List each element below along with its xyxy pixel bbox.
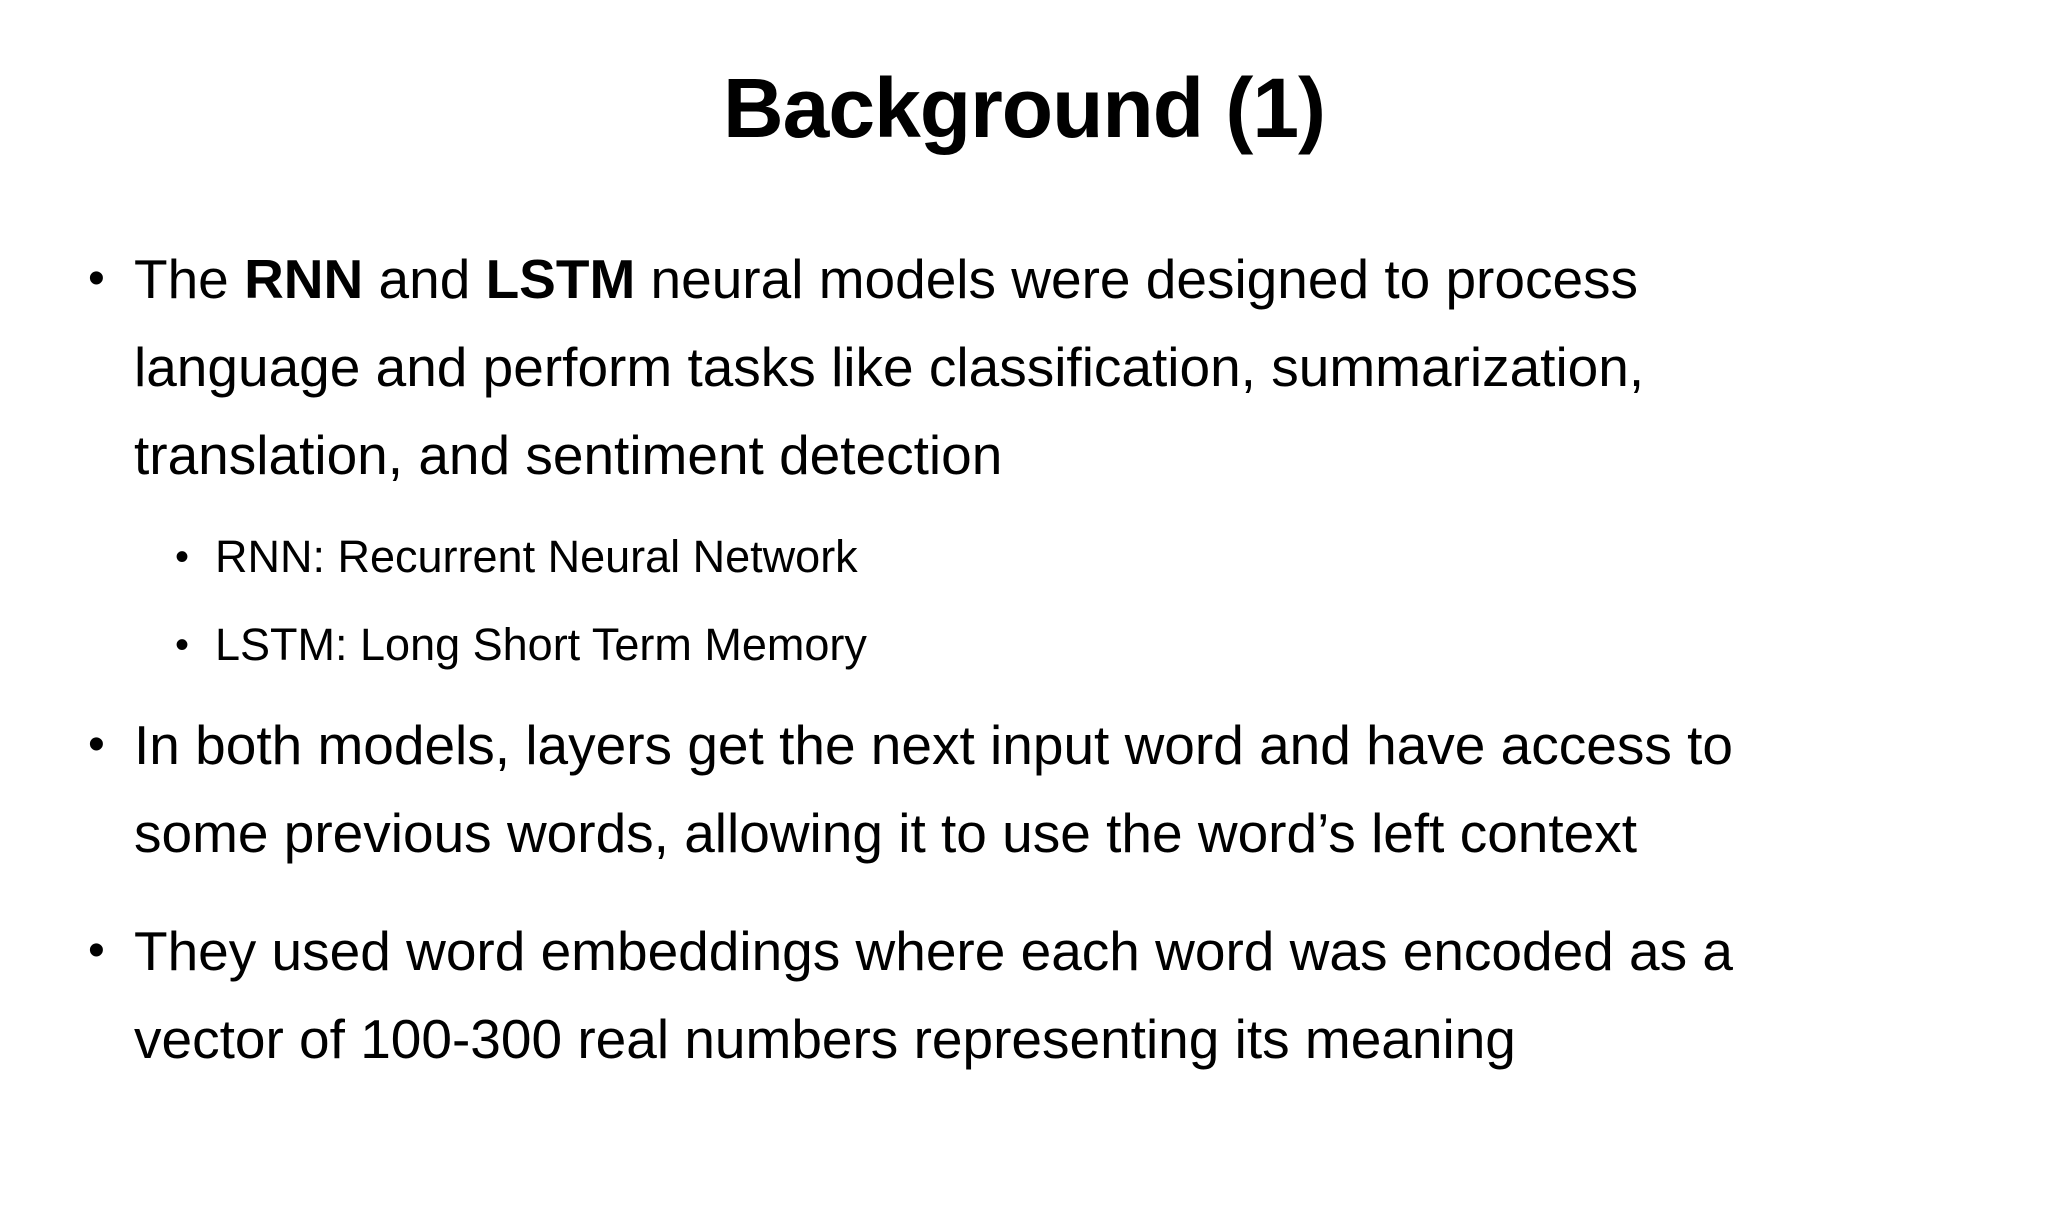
sub-bullet-item-lstm: • LSTM: Long Short Term Memory [175,601,2008,689]
bullet-line: language and perform tasks like classifi… [134,335,1645,398]
bullet-item-left-context: • In both models, layers get the next in… [88,701,2008,877]
sub-bullet-item-rnn: • RNN: Recurrent Neural Network [175,513,2008,601]
bullet-text: They used word embeddings where each wor… [134,907,2008,1083]
sub-bullet-line: LSTM: Long Short Term Memory [215,618,867,670]
slide-title: Background (1) [722,61,1326,155]
bullet-line-segment: The [134,247,245,310]
bullet-icon: • [175,622,190,667]
bullet-line: vector of 100-300 real numbers represent… [134,1007,1516,1070]
bullet-icon: • [175,534,190,579]
bullet-line: translation, and sentiment detection [134,423,1003,486]
bullet-line: They used word embeddings where each wor… [134,919,1734,982]
slide-body: • The RNN and LSTM neural models were de… [88,235,2008,1083]
bullet-item-rnn-lstm: • The RNN and LSTM neural models were de… [88,235,2008,499]
bullet-icon: • [88,251,105,305]
bullet-line-segment: neural models were designed to process [635,247,1639,310]
bullet-text: In both models, layers get the next inpu… [134,701,2008,877]
bullet-icon: • [88,717,105,771]
bold-term-lstm: LSTM [485,247,636,310]
bullet-item-word-embeddings: • They used word embeddings where each w… [88,907,2008,1083]
bullet-line: In both models, layers get the next inpu… [134,713,1734,776]
bullet-line: The RNN and LSTM neural models were desi… [134,235,2008,323]
slide: Background (1) • The RNN and LSTM neural… [0,58,2048,1210]
bold-term-rnn: RNN [244,247,364,310]
bullet-line: some previous words, allowing it to use … [134,801,1638,864]
sub-bullet-list: • RNN: Recurrent Neural Network • LSTM: … [175,513,2008,689]
bullet-icon: • [88,923,105,977]
bullet-text: The RNN and LSTM neural models were desi… [134,235,2008,499]
bullet-line-segment: and [363,247,486,310]
sub-bullet-line: RNN: Recurrent Neural Network [215,530,858,582]
